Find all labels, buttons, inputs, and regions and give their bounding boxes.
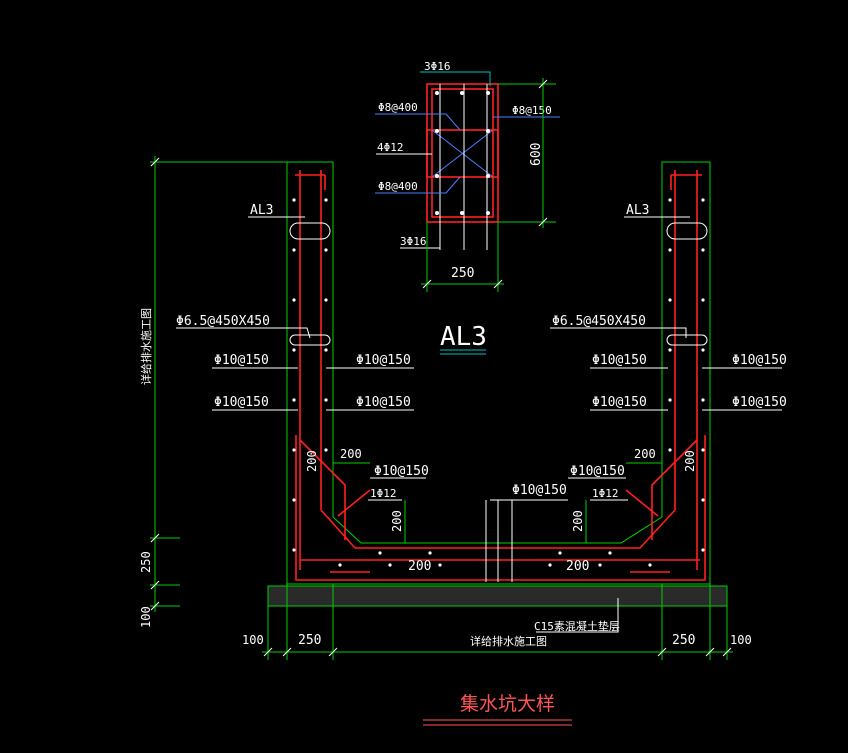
dim-bottom-250-left: 250 [298,633,321,648]
dim-tick [657,647,667,657]
left-corner-bar [299,439,346,540]
leader-bedding [536,598,619,633]
left-inner-bar-2-label: Φ10@150 [356,395,411,410]
pit-outline [286,161,711,585]
dim-tick [150,157,160,167]
left-corner-dim: 200 [305,450,319,472]
right-inner-bar-1-label: Φ10@150 [592,353,647,368]
section-bar-dot [435,91,439,95]
section-name-label: AL3 [440,322,487,352]
dim-bottom-100-right: 100 [730,633,752,647]
section-bar-dot [486,129,490,133]
section-width-dim: 250 [451,266,474,281]
section-stirrup [431,88,494,218]
left-haunch-bar [337,489,371,517]
left-haunch-bar-2-label: 1Φ12 [370,487,397,500]
dim-tick [150,580,160,590]
left-beam-label: AL3 [250,203,273,218]
section-cross-b [431,129,494,178]
right-beam-label: AL3 [626,203,649,218]
leader-stirrup-top [375,113,461,131]
left-vertical-dims: 详给排水施工图 250 100 [139,156,287,628]
right-beam-head [666,222,708,240]
right-haunch-dim-h: 200 [634,447,656,461]
section-bottom-bar-label: 3Φ16 [400,235,427,248]
left-inner-bar-1-label: Φ10@150 [356,353,411,368]
dim-tick [282,647,292,657]
dim-tick [705,647,715,657]
left-haunch-dim-h: 200 [340,447,362,461]
right-outer-bar-2-label: Φ10@150 [732,395,787,410]
dim-tick [150,533,160,543]
dim-bottom-250-right: 250 [672,633,695,648]
left-haunch-bar-label: Φ10@150 [374,464,429,479]
pit-body [267,161,728,607]
section-top-bar-label: 3Φ16 [424,60,451,73]
section-bar-dot [435,129,439,133]
base-bottom-bar [295,435,706,581]
dim-bottom-100-left: 100 [242,633,264,647]
left-tie-head [289,334,331,346]
bottom-note: 详给排水施工图 [470,634,547,648]
right-haunch-bar-label: Φ10@150 [570,464,625,479]
section-side-stirrup-label: Φ8@150 [512,104,552,117]
leader-top-bar [420,71,491,86]
dim-tick [722,647,732,657]
leader-right-tie [550,327,687,338]
beam-section: 3Φ16 Φ8@400 Φ8@150 4Φ12 Φ8@400 3Φ16 600 … [375,60,560,292]
section-bar-dot [460,211,464,215]
left-outer-bar-1-label: Φ10@150 [214,353,269,368]
dim-tick [150,601,160,611]
right-tie-label: Φ6.5@450X450 [552,314,646,329]
right-inner-bar-2-label: Φ10@150 [592,395,647,410]
left-haunch-dim-v: 200 [390,510,404,532]
center-bar-label: Φ10@150 [512,483,567,498]
dim-tick [422,279,432,289]
dim-vert-250: 250 [139,551,153,573]
section-bar-dot [460,91,464,95]
left-labels: AL3 Φ6.5@450X450 Φ10@150 Φ10@150 Φ10@150… [176,203,431,574]
section-bar-dot [486,211,490,215]
section-stirrup-bottom-label: Φ8@400 [378,180,418,193]
left-bottom-dim: 200 [408,559,431,574]
right-bottom-dim: 200 [566,559,589,574]
right-corner-dim: 200 [683,450,697,472]
bedding-layer [267,585,728,607]
side-note: 详给排水施工图 [139,308,153,385]
right-haunch-dim-v: 200 [571,510,585,532]
section-bar-dot [435,211,439,215]
section-stirrup-top-label: Φ8@400 [378,101,418,114]
dim-tick [493,279,503,289]
section-height-dim: 600 [529,143,544,166]
drawing-title: 集水坑大样 [460,693,555,715]
dim-tick [328,647,338,657]
leader-left-tie [176,327,311,339]
section-bar-dot [486,91,490,95]
dim-tick [538,79,548,89]
rebar-dots [292,198,705,567]
leader-bottom-bar [400,222,441,249]
right-tie-head [666,334,708,346]
left-tie-label: Φ6.5@450X450 [176,314,270,329]
left-beam-head [289,222,331,240]
section-middle-bar-label: 4Φ12 [377,141,404,154]
leader-stirrup-bottom [375,176,461,194]
right-labels: AL3 Φ6.5@450X450 Φ10@150 Φ10@150 Φ10@150… [550,203,787,574]
dim-vert-100: 100 [139,606,153,628]
right-corner-bar [651,439,698,540]
right-haunch-bar-2-label: 1Φ12 [592,487,619,500]
left-outer-bar-2-label: Φ10@150 [214,395,269,410]
right-haunch-bar [625,489,659,517]
section-bar-dot [486,174,490,178]
bottom-dims: 100 250 250 100 详给排水施工图 [242,584,752,660]
section-bar-dot [435,174,439,178]
dim-tick [263,647,273,657]
bedding-label: C15素混凝土垫层 [534,619,620,633]
right-outer-bar-1-label: Φ10@150 [732,353,787,368]
dim-tick [538,217,548,227]
